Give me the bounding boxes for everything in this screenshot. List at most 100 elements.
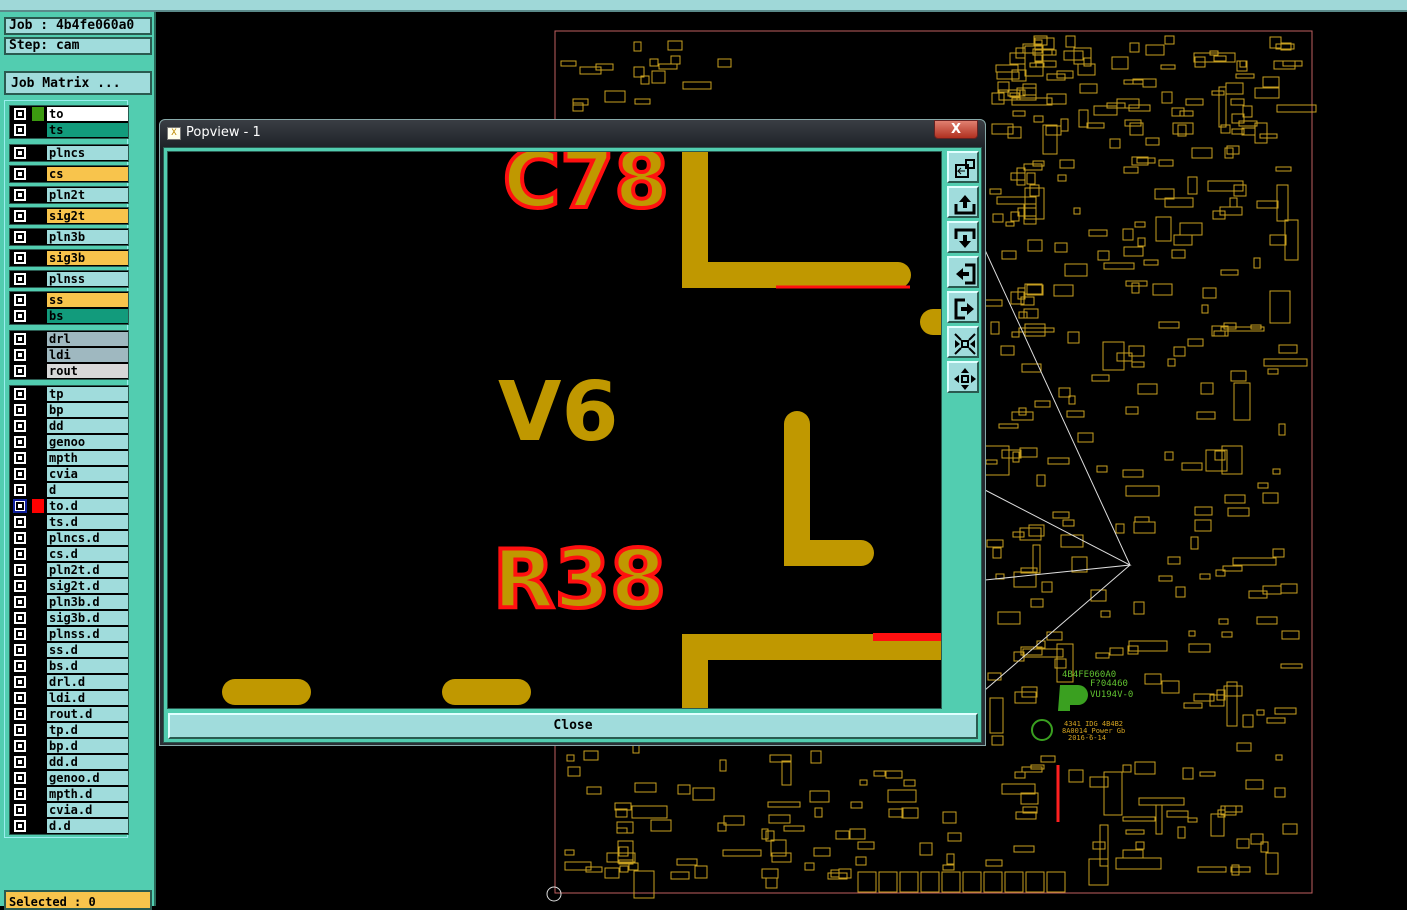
layer-checkbox[interactable] bbox=[14, 333, 26, 345]
component-footprint bbox=[1200, 382, 1214, 395]
component-footprint bbox=[1045, 125, 1062, 136]
layer-row-plnss.d[interactable]: plnss.d bbox=[10, 626, 128, 642]
layer-row-pln2t.d[interactable]: pln2t.d bbox=[10, 562, 128, 578]
zoom-in-button[interactable] bbox=[947, 361, 979, 393]
zoom-out-button[interactable] bbox=[947, 326, 979, 358]
layer-row-sig3b.d[interactable]: sig3b.d bbox=[10, 610, 128, 626]
layer-checkbox[interactable] bbox=[13, 499, 27, 513]
layer-row-bs[interactable]: bs bbox=[10, 308, 128, 324]
layer-row-drl[interactable]: drl bbox=[10, 331, 128, 347]
layer-row-d[interactable]: d bbox=[10, 482, 128, 498]
layer-checkbox[interactable] bbox=[14, 404, 26, 416]
layer-checkbox[interactable] bbox=[14, 676, 26, 688]
layer-checkbox[interactable] bbox=[14, 210, 26, 222]
layer-checkbox[interactable] bbox=[14, 124, 26, 136]
layer-checkbox[interactable] bbox=[14, 804, 26, 816]
layer-checkbox[interactable] bbox=[14, 388, 26, 400]
layer-checkbox[interactable] bbox=[14, 189, 26, 201]
layer-row-bs.d[interactable]: bs.d bbox=[10, 658, 128, 674]
pan-up-button[interactable] bbox=[947, 186, 979, 218]
layer-row-dd.d[interactable]: dd.d bbox=[10, 754, 128, 770]
layer-row-bp[interactable]: bp bbox=[10, 402, 128, 418]
layer-checkbox[interactable] bbox=[14, 772, 26, 784]
layer-checkbox[interactable] bbox=[14, 273, 26, 285]
layer-row-mpth[interactable]: mpth bbox=[10, 450, 128, 466]
layer-checkbox[interactable] bbox=[14, 532, 26, 544]
layer-row-pln2t[interactable]: pln2t bbox=[10, 187, 128, 203]
layer-checkbox[interactable] bbox=[14, 820, 26, 832]
layer-checkbox[interactable] bbox=[14, 484, 26, 496]
layer-row-plncs[interactable]: plncs bbox=[10, 145, 128, 161]
layer-row-tp.d[interactable]: tp.d bbox=[10, 722, 128, 738]
job-matrix-button[interactable]: Job Matrix ... bbox=[4, 71, 152, 95]
layer-row-pln3b[interactable]: pln3b bbox=[10, 229, 128, 245]
layer-row-drl.d[interactable]: drl.d bbox=[10, 674, 128, 690]
layer-checkbox[interactable] bbox=[14, 548, 26, 560]
layer-row-to.d[interactable]: to.d bbox=[10, 498, 128, 514]
layer-checkbox[interactable] bbox=[14, 756, 26, 768]
component-footprint bbox=[1179, 110, 1194, 117]
close-button[interactable]: Close bbox=[168, 713, 978, 739]
layer-checkbox[interactable] bbox=[14, 644, 26, 656]
layer-checkbox[interactable] bbox=[14, 252, 26, 264]
layer-checkbox[interactable] bbox=[14, 740, 26, 752]
layer-checkbox[interactable] bbox=[14, 596, 26, 608]
layer-row-dd[interactable]: dd bbox=[10, 418, 128, 434]
layer-row-cs.d[interactable]: cs.d bbox=[10, 546, 128, 562]
layer-checkbox[interactable] bbox=[14, 788, 26, 800]
trace bbox=[682, 152, 911, 288]
pan-down-button[interactable] bbox=[947, 221, 979, 253]
layer-checkbox[interactable] bbox=[14, 420, 26, 432]
layer-row-to[interactable]: to bbox=[10, 106, 128, 122]
layer-checkbox[interactable] bbox=[14, 724, 26, 736]
layer-row-sig2t.d[interactable]: sig2t.d bbox=[10, 578, 128, 594]
layer-checkbox[interactable] bbox=[14, 294, 26, 306]
layer-row-plncs.d[interactable]: plncs.d bbox=[10, 530, 128, 546]
layer-checkbox[interactable] bbox=[14, 692, 26, 704]
layer-checkbox[interactable] bbox=[14, 628, 26, 640]
layer-checkbox[interactable] bbox=[14, 108, 26, 120]
layer-row-genoo[interactable]: genoo bbox=[10, 434, 128, 450]
layer-checkbox[interactable] bbox=[14, 452, 26, 464]
layer-checkbox[interactable] bbox=[14, 708, 26, 720]
layer-row-rout[interactable]: rout bbox=[10, 363, 128, 379]
layer-row-ldi[interactable]: ldi bbox=[10, 347, 128, 363]
layer-row-rout.d[interactable]: rout.d bbox=[10, 706, 128, 722]
layer-checkbox[interactable] bbox=[14, 612, 26, 624]
layer-row-plnss[interactable]: plnss bbox=[10, 271, 128, 287]
layer-row-ts.d[interactable]: ts.d bbox=[10, 514, 128, 530]
layer-checkbox[interactable] bbox=[14, 349, 26, 361]
layer-row-cvia[interactable]: cvia bbox=[10, 466, 128, 482]
layer-row-sig2t[interactable]: sig2t bbox=[10, 208, 128, 224]
layer-checkbox[interactable] bbox=[14, 436, 26, 448]
pan-left-button[interactable] bbox=[947, 256, 979, 288]
layer-row-ss.d[interactable]: ss.d bbox=[10, 642, 128, 658]
layer-row-ldi.d[interactable]: ldi.d bbox=[10, 690, 128, 706]
layer-checkbox[interactable] bbox=[14, 168, 26, 180]
layer-row-ss[interactable]: ss bbox=[10, 292, 128, 308]
layer-checkbox[interactable] bbox=[14, 147, 26, 159]
layer-checkbox[interactable] bbox=[14, 580, 26, 592]
layer-row-sig3b[interactable]: sig3b bbox=[10, 250, 128, 266]
layer-row-bp.d[interactable]: bp.d bbox=[10, 738, 128, 754]
layer-checkbox[interactable] bbox=[14, 564, 26, 576]
layer-row-genoo.d[interactable]: genoo.d bbox=[10, 770, 128, 786]
layer-row-ts[interactable]: ts bbox=[10, 122, 128, 138]
layer-checkbox[interactable] bbox=[14, 468, 26, 480]
layer-row-tp[interactable]: tp bbox=[10, 386, 128, 402]
layer-row-pln3b.d[interactable]: pln3b.d bbox=[10, 594, 128, 610]
window-close-button[interactable]: X bbox=[934, 120, 978, 139]
zoom-window-button[interactable] bbox=[947, 151, 979, 183]
layer-checkbox[interactable] bbox=[14, 231, 26, 243]
pan-right-button[interactable] bbox=[947, 291, 979, 323]
layer-checkbox[interactable] bbox=[14, 310, 26, 322]
layer-row-mpth.d[interactable]: mpth.d bbox=[10, 786, 128, 802]
layer-row-cvia.d[interactable]: cvia.d bbox=[10, 802, 128, 818]
layer-checkbox[interactable] bbox=[14, 516, 26, 528]
layer-checkbox[interactable] bbox=[14, 660, 26, 672]
layer-row-cs[interactable]: cs bbox=[10, 166, 128, 182]
popview-canvas[interactable]: C78 V6 R38 bbox=[167, 151, 942, 709]
layer-checkbox[interactable] bbox=[14, 365, 26, 377]
layer-row-d.d[interactable]: d.d bbox=[10, 818, 128, 834]
